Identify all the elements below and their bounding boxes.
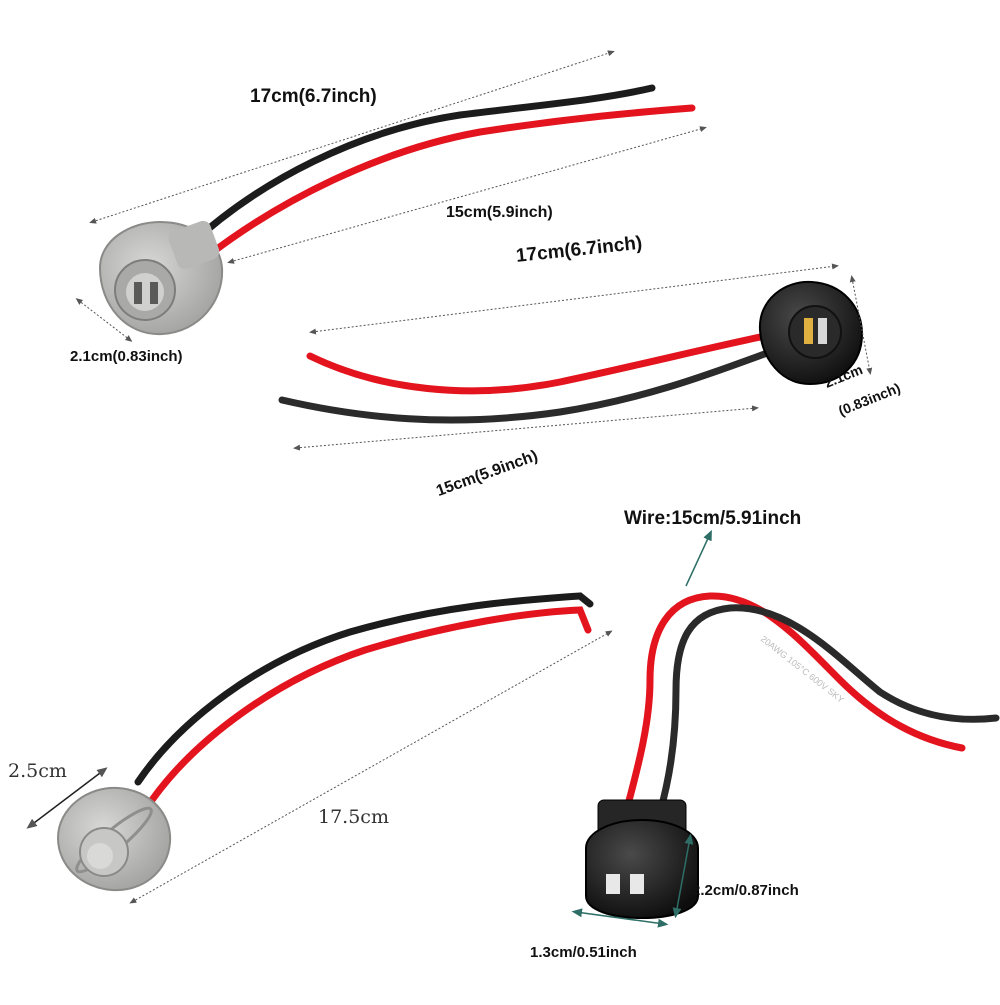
harness-1 (75, 50, 707, 342)
p4-wire-label: Wire:15cm/5.91inch (624, 508, 802, 529)
dim-line-2-5cm (26, 767, 108, 829)
p4-height-label: 2.2cm/0.87inch (692, 882, 799, 899)
dim-line-wire (685, 529, 712, 587)
harness-2 (278, 263, 873, 451)
socket-grey (98, 220, 224, 336)
wire-black (656, 604, 1000, 816)
dim-line-17-5cm (129, 630, 613, 904)
dim-line-17cm (309, 263, 839, 335)
socket-grey (56, 786, 172, 892)
p1-diameter-label: 2.1cm(0.83inch) (70, 348, 183, 365)
wire-red (306, 331, 774, 395)
dim-line-2-1cm (75, 298, 133, 342)
harness-4: 20AWG 105°C 600V SKY (571, 529, 1000, 928)
p1-length-short-label: 15cm(5.9inch) (446, 204, 553, 221)
dim-line-2-2cm (672, 833, 694, 919)
p1-length-long-label: 17cm(6.7inch) (250, 86, 377, 107)
wire-black (134, 592, 594, 786)
socket-black (585, 799, 699, 920)
wire-red (622, 592, 966, 816)
dim-line-1-3cm (571, 908, 669, 928)
dim-line-17cm (89, 50, 615, 224)
wire-red (148, 606, 592, 804)
dim-line-15cm (293, 405, 759, 451)
p3-length-label: 17.5cm (318, 806, 389, 828)
p3-diameter-label: 2.5cm (8, 760, 67, 782)
harness-3 (26, 592, 613, 904)
p4-width-label: 1.3cm/0.51inch (530, 944, 637, 961)
